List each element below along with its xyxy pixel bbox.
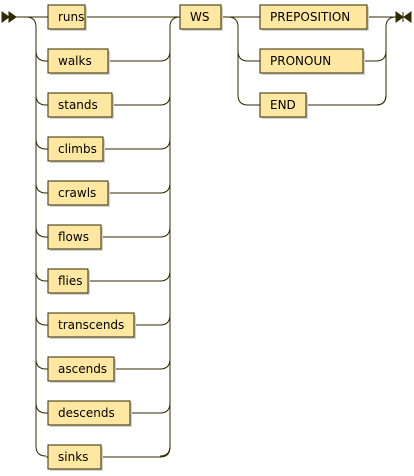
end-marker-icon bbox=[395, 11, 412, 23]
ending-box-preposition: PREPOSITION bbox=[259, 4, 369, 31]
verb-box-flies: flies bbox=[47, 268, 90, 295]
verb-box-stands: stands bbox=[47, 92, 114, 119]
verb-box-ascends: ascends bbox=[47, 356, 116, 383]
verb-box-flows-label: flows bbox=[58, 230, 89, 244]
verb-box-transcends-label: transcends bbox=[58, 318, 124, 332]
verb-box-flies-label: flies bbox=[58, 274, 83, 288]
ending-box-pronoun: PRONOUN bbox=[259, 48, 365, 75]
ending-box-end-label: END bbox=[270, 98, 296, 112]
verb-box-crawls: crawls bbox=[47, 180, 110, 207]
verb-box-runs-label: runs bbox=[58, 10, 84, 24]
verb-box-climbs: climbs bbox=[47, 136, 105, 163]
verb-box-flows: flows bbox=[47, 224, 103, 251]
verb-box-descends: descends bbox=[47, 400, 132, 427]
verb-box-descends-label: descends bbox=[58, 406, 115, 420]
verb-box-stands-label: stands bbox=[58, 98, 98, 112]
verb-box-sinks: sinks bbox=[47, 444, 103, 471]
verb-box-crawls-label: crawls bbox=[58, 186, 96, 200]
verb-box-ascends-label: ascends bbox=[58, 362, 107, 376]
verb-choice-group: runs walks stands climbs crawls flows flies tra… bbox=[35, 4, 171, 471]
verb-box-runs: runs bbox=[47, 4, 87, 31]
verb-box-sinks-label: sinks bbox=[58, 450, 88, 464]
ws-box-label: WS bbox=[190, 10, 209, 24]
verb-box-walks: walks bbox=[47, 48, 110, 75]
ending-box-pronoun-label: PRONOUN bbox=[270, 54, 331, 68]
verb-box-walks-label: walks bbox=[58, 54, 92, 68]
ending-box-end: END bbox=[259, 92, 308, 119]
verb-box-climbs-label: climbs bbox=[58, 142, 97, 156]
ending-choice-group: PREPOSITION PRONOUN END bbox=[237, 4, 387, 119]
verb-box-transcends: transcends bbox=[47, 312, 136, 339]
separator-group: WS bbox=[179, 4, 223, 31]
ws-box: WS bbox=[179, 4, 223, 31]
start-marker-icon bbox=[1, 11, 17, 23]
connector-lines bbox=[16, 16, 397, 457]
ending-box-preposition-label: PREPOSITION bbox=[270, 10, 350, 24]
